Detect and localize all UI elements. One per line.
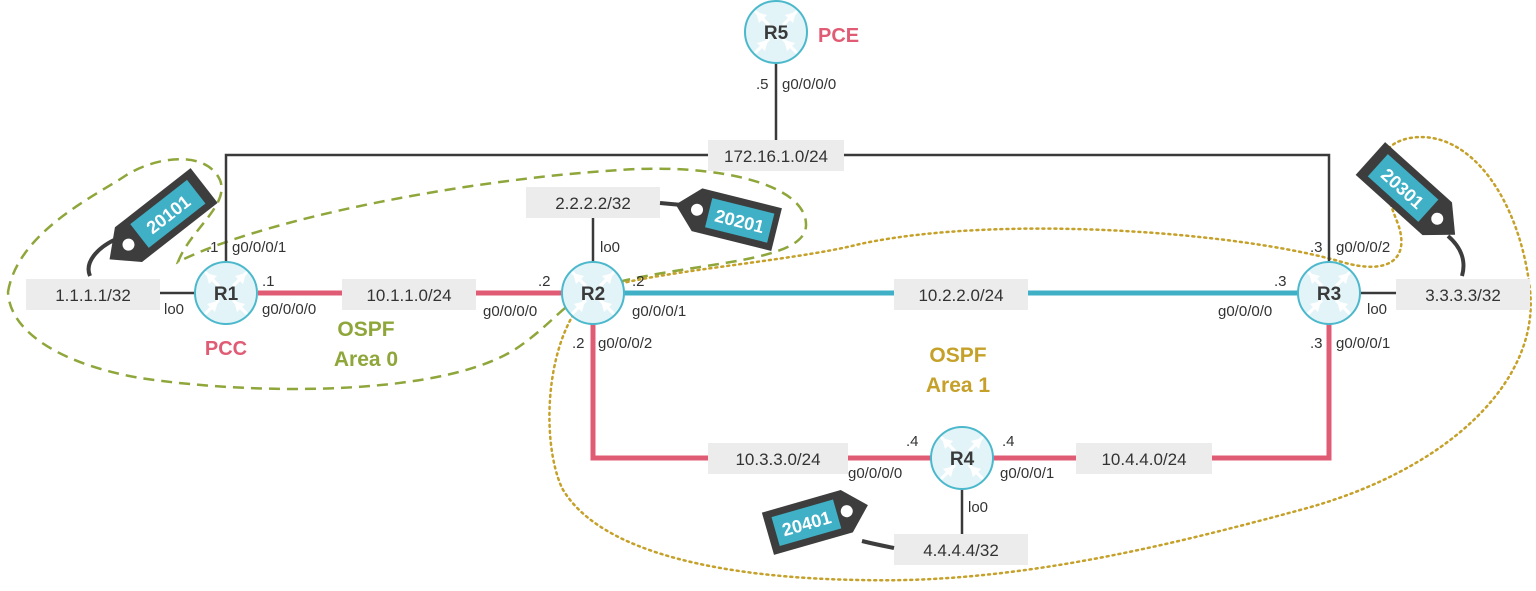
sid-tags: 20101 20201 20301 20401 [86,142,1466,555]
addr-r3-r2: .3 [1274,273,1287,290]
ospf-area-0-boundary [6,158,808,391]
subnet-mgmt-label: 172.16.1.0/24 [724,147,828,166]
router-r4-name: R4 [950,449,975,470]
interface-labels: g0/0/0/0 g0/0/0/1 lo0 g0/0/0/0 lo0 g0/0/… [164,76,1390,516]
router-r4[interactable]: R4 [930,426,994,490]
loopback-r1-box [26,279,160,310]
addr-r2-r4: .2 [572,335,585,352]
router-r5-name: R5 [764,23,789,44]
if-r2-g1: g0/0/0/1 [632,303,686,320]
subnet-r1-r2-label: 10.1.1.0/24 [366,286,451,305]
if-r1-lo0: lo0 [164,301,184,318]
router-r1[interactable]: R1 [194,261,258,325]
router-arrows-icon [754,10,798,54]
router-r2-name: R2 [581,284,605,305]
if-r3-lo0: lo0 [1367,301,1387,318]
if-r4-g0: g0/0/0/0 [848,465,902,482]
addr-r2-r3: .2 [632,273,645,290]
routers: R5 R1 R2 R3 R4 [194,0,1361,490]
loopback-r4-box [894,534,1028,565]
router-r3-name: R3 [1317,284,1341,305]
subnet-r4-r3-label: 10.4.4.0/24 [1101,450,1186,469]
router-arrows-icon [940,436,984,480]
loopback-r3-label: 3.3.3.3/32 [1425,286,1501,305]
router-arrows-icon [571,271,615,315]
addr-r3-r4: .3 [1310,335,1323,352]
role-pce-label: PCE [818,25,859,47]
subnet-r2-r4-box [708,443,848,474]
area1-label-line2: Area 1 [926,374,991,397]
if-r5-g0: g0/0/0/0 [782,76,836,93]
subnet-mgmt-box [708,140,844,171]
loopback-r3-box [1396,279,1530,310]
subnet-r2-r3-box [894,279,1028,310]
label-boxes: 172.16.1.0/24 10.1.1.0/24 10.2.2.0/24 10… [26,140,1530,565]
sid-tag-r1-string [86,238,115,277]
sid-tag-r3-string [1446,234,1466,277]
router-r1-name: R1 [214,284,239,305]
subnet-r4-r3-box [1076,443,1212,474]
addr-r1-r2: .1 [262,273,275,290]
sid-tag-r4-string [861,539,895,550]
router-r2[interactable]: R2 [561,261,625,325]
router-arrows-icon [1307,271,1351,315]
if-r3-g2: g0/0/0/2 [1336,239,1390,256]
if-r2-g0: g0/0/0/0 [483,303,537,320]
area0-label-line2: Area 0 [334,348,398,371]
if-r1-g0: g0/0/0/0 [262,301,316,318]
if-r3-g0: g0/0/0/0 [1218,303,1272,320]
subnet-r2-r4-label: 10.3.3.0/24 [735,450,820,469]
router-arrows-icon [204,271,248,315]
loopback-r4-label: 4.4.4.4/32 [923,541,999,560]
addr-r1-mgmt: .1 [206,239,219,256]
addr-r2-r1: .2 [538,273,551,290]
area0-label-line1: OSPF [337,318,394,341]
subnet-r2-r3-label: 10.2.2.0/24 [918,286,1003,305]
if-r3-g1: g0/0/0/1 [1336,335,1390,352]
addr-r4-r3: .4 [1002,433,1015,450]
if-r2-g2: g0/0/0/2 [598,335,652,352]
area1-label-line1: OSPF [929,344,986,367]
if-r4-lo0: lo0 [968,499,988,516]
host-address-labels: .5 .1 .1 .2 .2 .2 .3 .3 .3 .4 .4 [206,76,1323,450]
router-r5[interactable]: R5 [744,0,808,64]
loopback-r1-label: 1.1.1.1/32 [55,286,131,305]
ospf-area-1-boundary [548,135,1533,582]
addr-r3-mgmt: .3 [1310,239,1323,256]
link-r4-r3 [992,322,1332,461]
if-r1-g1: g0/0/0/1 [232,239,286,256]
if-r4-g1: g0/0/0/1 [1000,465,1054,482]
router-r3[interactable]: R3 [1297,261,1361,325]
if-r2-lo0: lo0 [600,239,620,256]
subnet-r1-r2-box [342,279,476,310]
addr-r4-r2: .4 [906,433,919,450]
loopback-r2-box [526,187,660,218]
loopback-r2-label: 2.2.2.2/32 [555,194,631,213]
addr-r5-mgmt: .5 [756,76,769,93]
role-pcc-label: PCC [205,338,247,360]
